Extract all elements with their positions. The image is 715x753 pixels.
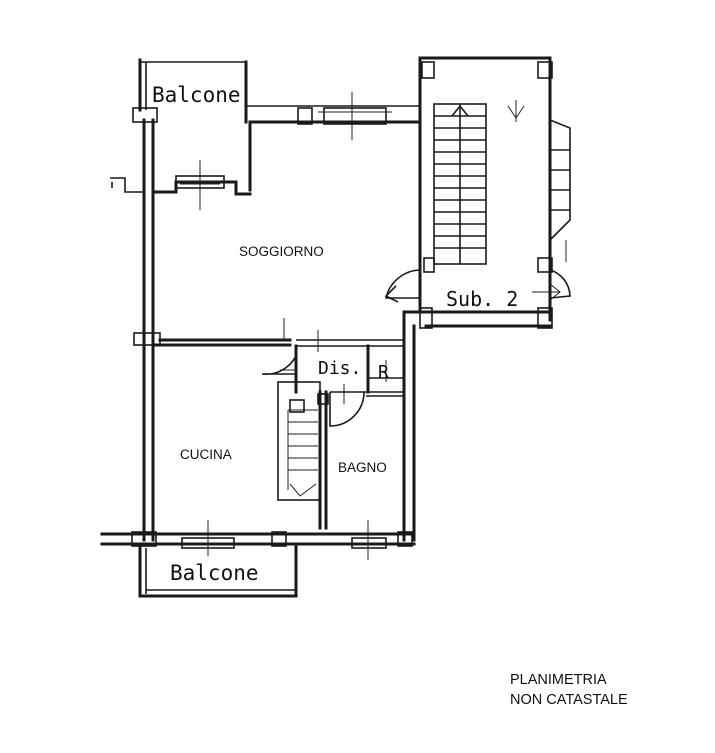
balcony-bottom (138, 542, 298, 598)
living-top-wall (244, 92, 422, 192)
balcony-window (151, 160, 252, 210)
stairwell (418, 56, 571, 270)
balcone-bottom-label: Balcone (170, 561, 259, 585)
balcone-top-label: Balcone (152, 83, 241, 107)
bottom-exterior-wall (100, 520, 416, 560)
cucina-label: CUCINA (180, 447, 232, 462)
note-line-2: NON CATASTALE (510, 692, 628, 708)
plan-note: PLANIMETRIA NON CATASTALE (510, 670, 628, 710)
dis-label: Dis. (318, 358, 361, 379)
bagno-label: BAGNO (338, 460, 387, 475)
soggiorno-label: SOGGIORNO (239, 244, 324, 259)
sub2-label: Sub. 2 (446, 287, 518, 311)
interior-walls (151, 310, 422, 542)
left-exterior-wall (110, 118, 161, 542)
landing-sub2 (384, 240, 571, 329)
note-line-1: PLANIMETRIA (510, 672, 607, 688)
ripostiglio-label: R (378, 362, 389, 383)
